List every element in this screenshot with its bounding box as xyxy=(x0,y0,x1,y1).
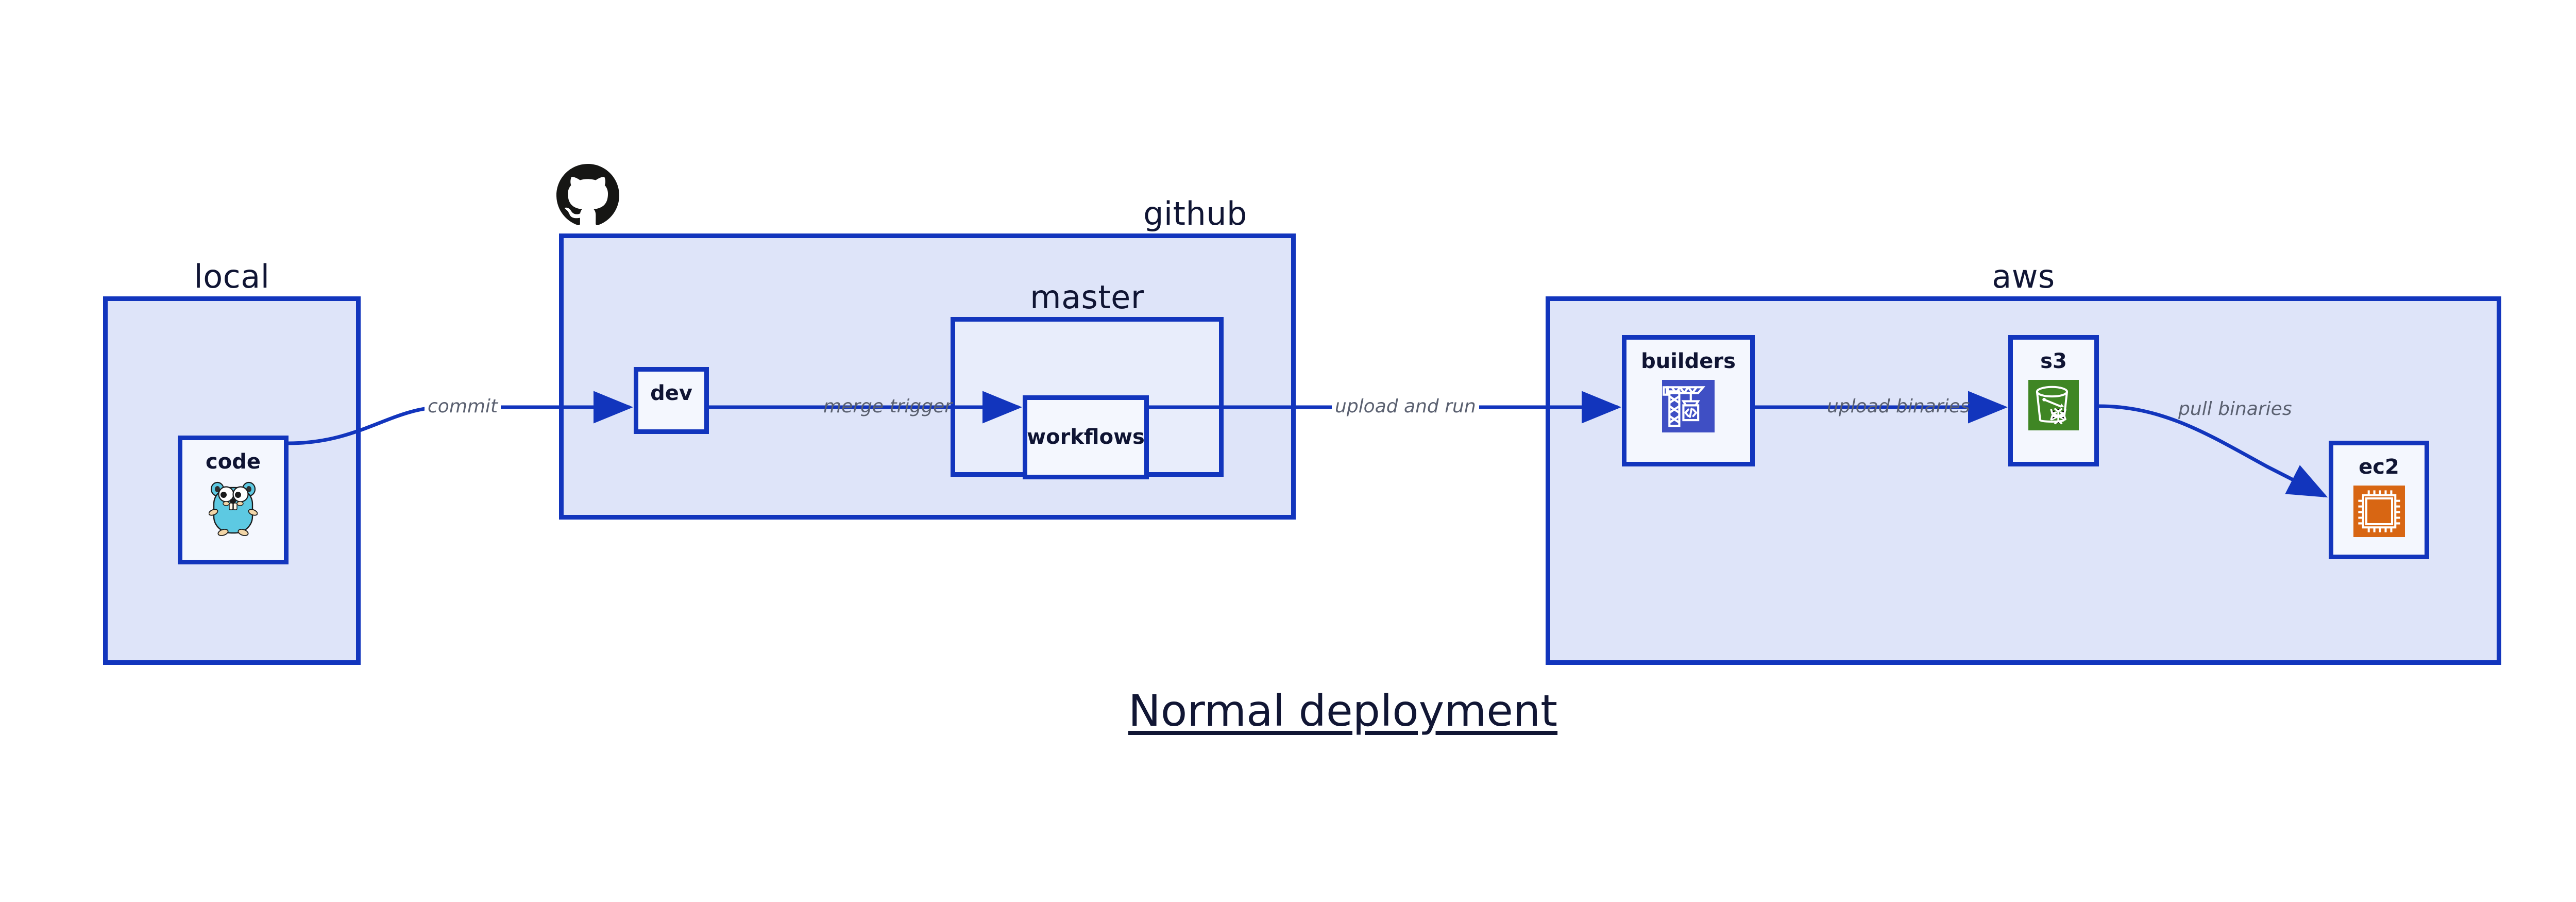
edge-label-pull-binaries: pull binaries xyxy=(2178,398,2292,420)
node-s3[interactable]: s3 xyxy=(2008,335,2099,466)
edge-label-upload-binaries: upload binaries xyxy=(1827,396,1970,417)
github-octocat-icon xyxy=(556,164,619,229)
node-builders[interactable]: builders xyxy=(1622,335,1755,466)
node-label-ec2: ec2 xyxy=(2359,455,2399,479)
diagram-title: Normal deployment xyxy=(1128,686,1558,736)
zone-label-local: local xyxy=(194,258,270,295)
node-workflows[interactable]: workflows xyxy=(1023,395,1149,479)
node-dev[interactable]: dev xyxy=(634,367,709,434)
zone-label-github: github xyxy=(1143,195,1247,232)
node-label-s3: s3 xyxy=(2040,349,2067,373)
zone-label-master: master xyxy=(1030,278,1144,316)
zone-label-aws: aws xyxy=(1992,258,2055,295)
edge-label-upload-and-run: upload and run xyxy=(1332,397,1479,416)
go-gopher-icon xyxy=(208,480,258,539)
aws-ec2-chip-icon xyxy=(2353,486,2405,539)
node-label-code: code xyxy=(206,450,261,474)
edge-label-commit: commit xyxy=(425,397,501,416)
edge-label-merge-trigger: merge trigger xyxy=(823,396,953,417)
aws-builders-crane-icon xyxy=(1662,380,1715,435)
node-label-dev: dev xyxy=(650,381,692,405)
aws-s3-bucket-icon xyxy=(2028,380,2079,432)
node-label-workflows: workflows xyxy=(1027,425,1145,449)
node-ec2[interactable]: ec2 xyxy=(2329,441,2429,559)
node-label-builders: builders xyxy=(1641,349,1736,373)
node-code[interactable]: code xyxy=(178,436,289,564)
